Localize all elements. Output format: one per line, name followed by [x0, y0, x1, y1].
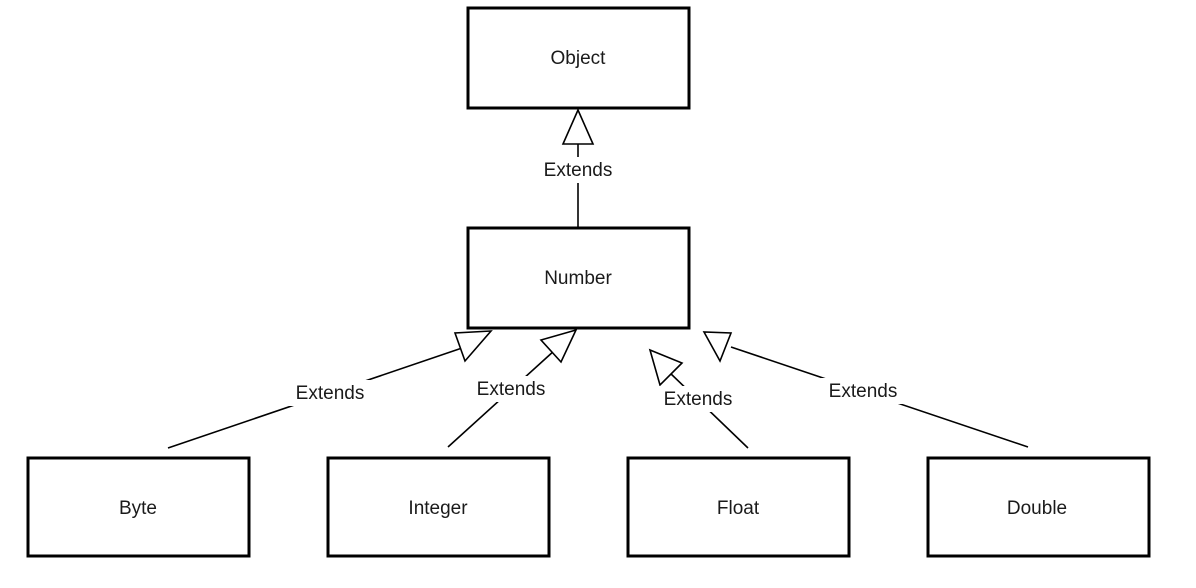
edge-label-double-number-text: Extends: [829, 381, 898, 402]
class-box-byte: Byte: [26, 456, 251, 558]
edge-byte-number-arrowhead: [453, 330, 493, 363]
edge-label-float-number-text: Extends: [664, 389, 733, 410]
edge-integer-number-arrowhead: [539, 328, 578, 364]
class-name-byte: Byte: [119, 498, 157, 519]
edge-label-number-object: Extends: [536, 157, 620, 183]
edge-label-byte-number-text: Extends: [296, 383, 365, 404]
edge-number-object-arrowhead: [561, 108, 595, 145]
edge-float-number-arrowhead: [648, 348, 684, 387]
class-box-double: Double: [926, 456, 1151, 558]
class-name-float: Float: [717, 498, 760, 519]
edge-double-number-arrowhead: [702, 331, 733, 363]
class-name-integer: Integer: [408, 498, 468, 519]
class-box-object: Object: [466, 6, 691, 110]
class-name-object: Object: [551, 48, 607, 69]
edge-label-integer-number-text: Extends: [477, 379, 546, 400]
edge-label-number-object-text: Extends: [544, 160, 613, 181]
class-name-double: Double: [1007, 498, 1067, 519]
edge-label-float-number: Extends: [656, 386, 740, 412]
class-name-number: Number: [544, 268, 612, 289]
edge-label-byte-number: Extends: [288, 380, 372, 406]
class-box-number: Number: [466, 226, 691, 330]
edge-label-double-number: Extends: [821, 378, 905, 404]
edge-label-integer-number: Extends: [469, 376, 553, 402]
class-box-float: Float: [626, 456, 851, 558]
class-box-integer: Integer: [326, 456, 551, 558]
